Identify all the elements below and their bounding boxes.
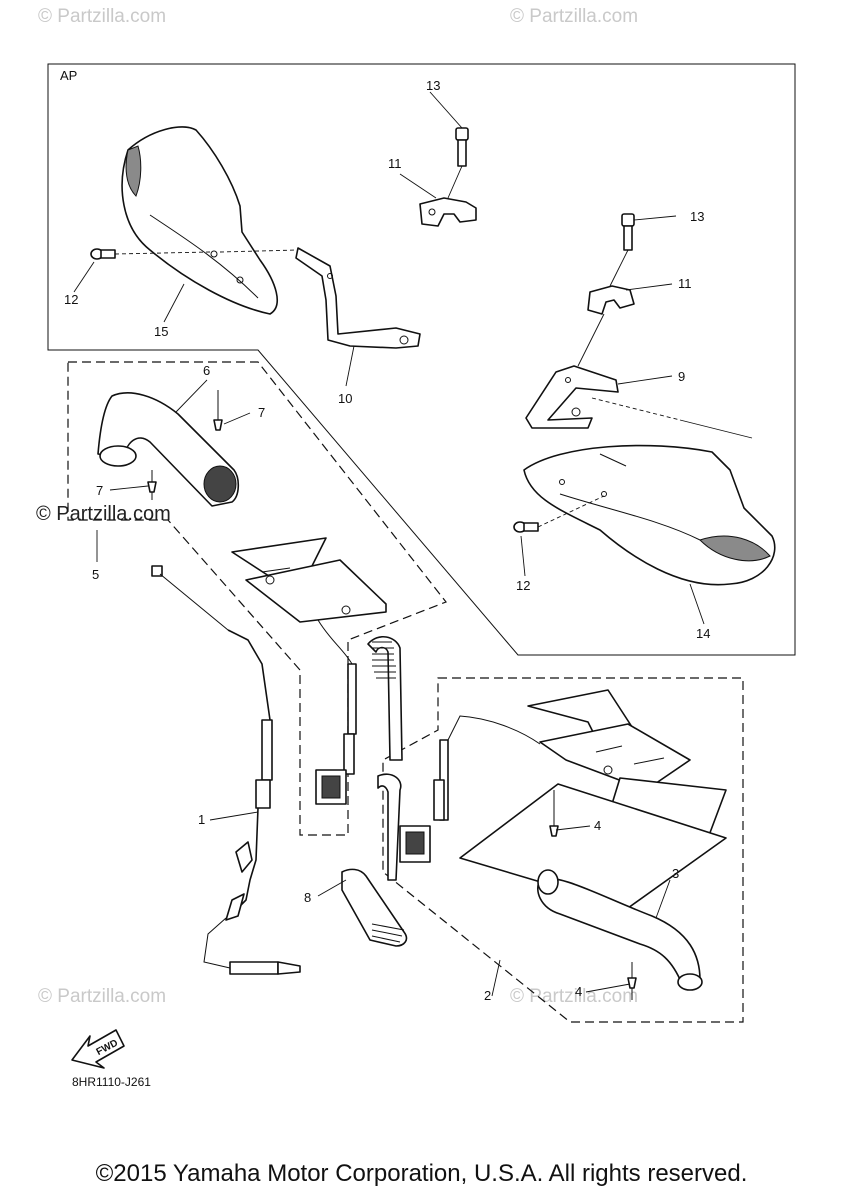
- right-bracket: [525, 313, 619, 429]
- copyright-notice: ©2015 Yamaha Motor Corporation, U.S.A. A…: [95, 1160, 748, 1187]
- left-heater-wire: [315, 619, 357, 805]
- right-grip-rivet-upper: [549, 790, 559, 837]
- throttle-cable: [151, 565, 301, 975]
- left-hand-guard: [121, 126, 278, 315]
- callout-9: 9: [678, 369, 685, 384]
- callout-7-lower: 7: [96, 483, 103, 498]
- callout-13-right: 13: [690, 209, 704, 224]
- callout-15: 15: [154, 324, 168, 339]
- callout-4-upper: 4: [594, 818, 601, 833]
- callout-8: 8: [304, 890, 311, 905]
- watermark-bottom-right: © Partzilla.com: [510, 986, 638, 1007]
- right-grip-rivet-lower: [627, 962, 637, 1000]
- callout-10: 10: [338, 391, 352, 406]
- ap-group-outline: [47, 63, 796, 656]
- left-grip: [97, 392, 240, 507]
- callout-13-top: 13: [426, 78, 440, 93]
- left-heater-element: [231, 537, 387, 623]
- leader-lines: [73, 91, 705, 997]
- right-grip-assembly-outline: [382, 677, 744, 1023]
- watermark-top-left: © Partzilla.com: [38, 6, 166, 27]
- left-clamp: [419, 197, 477, 227]
- callout-5: 5: [92, 567, 99, 582]
- left-grip-rivet-upper: [213, 390, 223, 431]
- callout-11-right: 11: [678, 276, 692, 291]
- callout-12-left: 12: [64, 292, 78, 307]
- callout-7-upper: 7: [258, 405, 265, 420]
- watermark-top-right: © Partzilla.com: [510, 6, 638, 27]
- right-guard-screw: [513, 495, 605, 533]
- right-clamp: [587, 285, 635, 315]
- diagram-code: 8HR1110-J261: [72, 1075, 151, 1089]
- right-clamp-bolt: [609, 213, 635, 287]
- left-clamp-bolt: [447, 127, 469, 199]
- callout-2: 2: [484, 988, 491, 1003]
- callout-14: 14: [696, 626, 710, 641]
- corrugated-tube: [341, 636, 408, 947]
- fwd-arrow-icon: FWD: [71, 1029, 125, 1069]
- ap-group-label: AP: [60, 68, 77, 83]
- right-hand-guard: [523, 397, 776, 586]
- callout-3: 3: [672, 866, 679, 881]
- callout-4-lower: 4: [575, 984, 582, 999]
- left-grip-assembly-outline: [67, 361, 447, 836]
- left-grip-rivet-lower: [147, 470, 157, 500]
- callout-12-right: 12: [516, 578, 530, 593]
- watermark-bottom-left: © Partzilla.com: [38, 986, 166, 1007]
- right-heater-wire: [399, 715, 541, 863]
- left-guard-screw: [90, 248, 299, 260]
- callout-6: 6: [203, 363, 210, 378]
- callout-1: 1: [198, 812, 205, 827]
- right-grip: [459, 783, 727, 991]
- right-heater-element: [527, 689, 727, 839]
- left-bracket: [295, 247, 421, 349]
- callout-11-top: 11: [388, 156, 402, 171]
- watermark-middle-left: © Partzilla.com: [36, 503, 171, 525]
